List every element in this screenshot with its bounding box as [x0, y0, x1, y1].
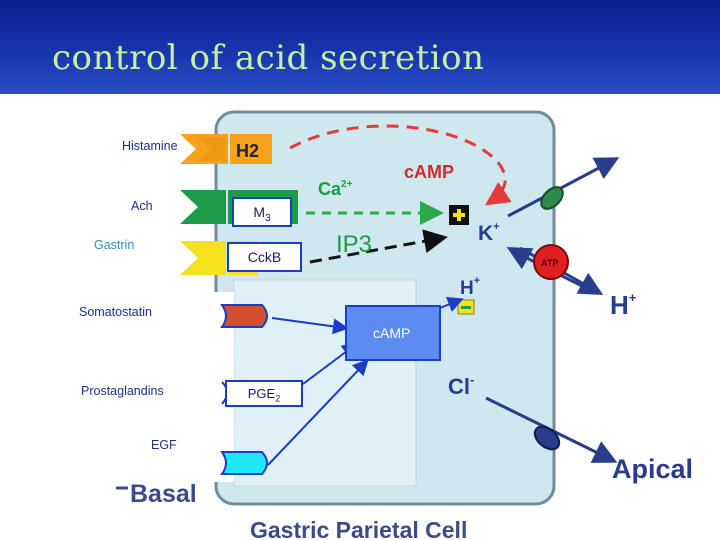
m3-label: M [253, 204, 266, 220]
ach-label: Ach [131, 199, 153, 213]
egf-arrow [267, 359, 369, 466]
pge-receptor-box: PGE2 [225, 380, 303, 407]
cell-label: Gastric Parietal Cell [250, 517, 467, 540]
camp-dashed-arc [289, 124, 512, 206]
m3-receptor-box: M3 [232, 197, 292, 227]
somatostatin-arrow [271, 317, 349, 335]
title-bar: control of acid secretion [0, 0, 720, 94]
m3-subscript: 3 [265, 212, 271, 224]
gastrin-label: Gastrin [94, 238, 135, 252]
prostaglandins-label: Prostaglandins [81, 384, 164, 398]
ip3-label: IP3 [336, 231, 372, 258]
page-title: control of acid secretion [52, 38, 485, 78]
k-ion-label: K+ [478, 221, 500, 245]
histamine-label: Histamine [122, 139, 178, 153]
egf-label: EGF [151, 438, 177, 452]
cckb-receptor-box: CckB [227, 242, 302, 272]
cl-channel-icon [533, 425, 561, 451]
ca-label: Ca2+ [318, 179, 353, 199]
somatostatin-label: Somatostatin [79, 305, 152, 319]
egf-receptor [220, 451, 268, 475]
camp-box: cAMP [345, 305, 441, 361]
h-ion-label: H+ [460, 275, 480, 299]
h-out-label: H+ [610, 290, 637, 320]
left-white-panel [110, 292, 234, 482]
k-channel-icon [540, 186, 564, 210]
h2-label: H2 [236, 141, 259, 161]
somatostatin-receptor [220, 304, 268, 328]
camp-top-label: cAMP [404, 162, 454, 182]
atp-label: ATP [541, 258, 558, 268]
pge-subscript: 2 [275, 393, 281, 404]
ip3-dashed-arrow [309, 229, 448, 264]
apical-label: Apical [612, 454, 693, 484]
cl-ion-label: Cl- [448, 372, 474, 399]
pge-label: PGE [247, 386, 276, 401]
h2-receptor [180, 134, 272, 164]
cckb-label: CckB [247, 249, 282, 265]
camp-box-label: cAMP [373, 325, 411, 341]
camp-to-h-arrow [439, 297, 464, 312]
basal-label: Basal [130, 480, 197, 508]
atp-pump-icon [533, 244, 569, 280]
